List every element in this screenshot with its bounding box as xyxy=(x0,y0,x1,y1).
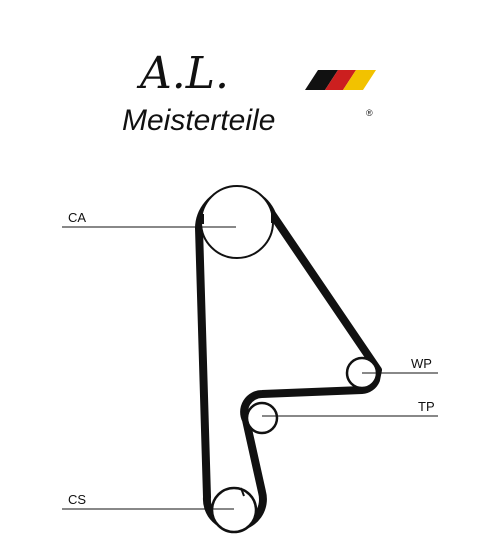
camshaft-pulley-circle xyxy=(200,185,274,259)
tensioner-pulley xyxy=(245,401,279,435)
flag-stripe-red xyxy=(325,70,356,90)
label-cs: CS xyxy=(68,492,86,507)
label-ca: CA xyxy=(68,210,86,225)
crankshaft-pulley xyxy=(210,486,258,534)
label-wp: WP xyxy=(411,356,432,371)
crankshaft-timing-mark xyxy=(240,487,245,497)
label-tp: TP xyxy=(418,399,435,414)
flag-stripe-black xyxy=(305,70,338,90)
logo-flag-stripes xyxy=(305,70,376,90)
flag-stripe-gold xyxy=(343,70,376,90)
registered-mark: ® xyxy=(366,108,373,118)
tensioner-pulley-circle xyxy=(245,401,279,435)
brand-logo: A.L. Meisterteile ® xyxy=(122,48,376,137)
logo-script-signature: A.L. xyxy=(136,48,229,99)
camshaft-pulley xyxy=(200,185,274,259)
crankshaft-pulley-circle xyxy=(210,486,258,534)
logo-wordmark: Meisterteile xyxy=(122,104,275,137)
